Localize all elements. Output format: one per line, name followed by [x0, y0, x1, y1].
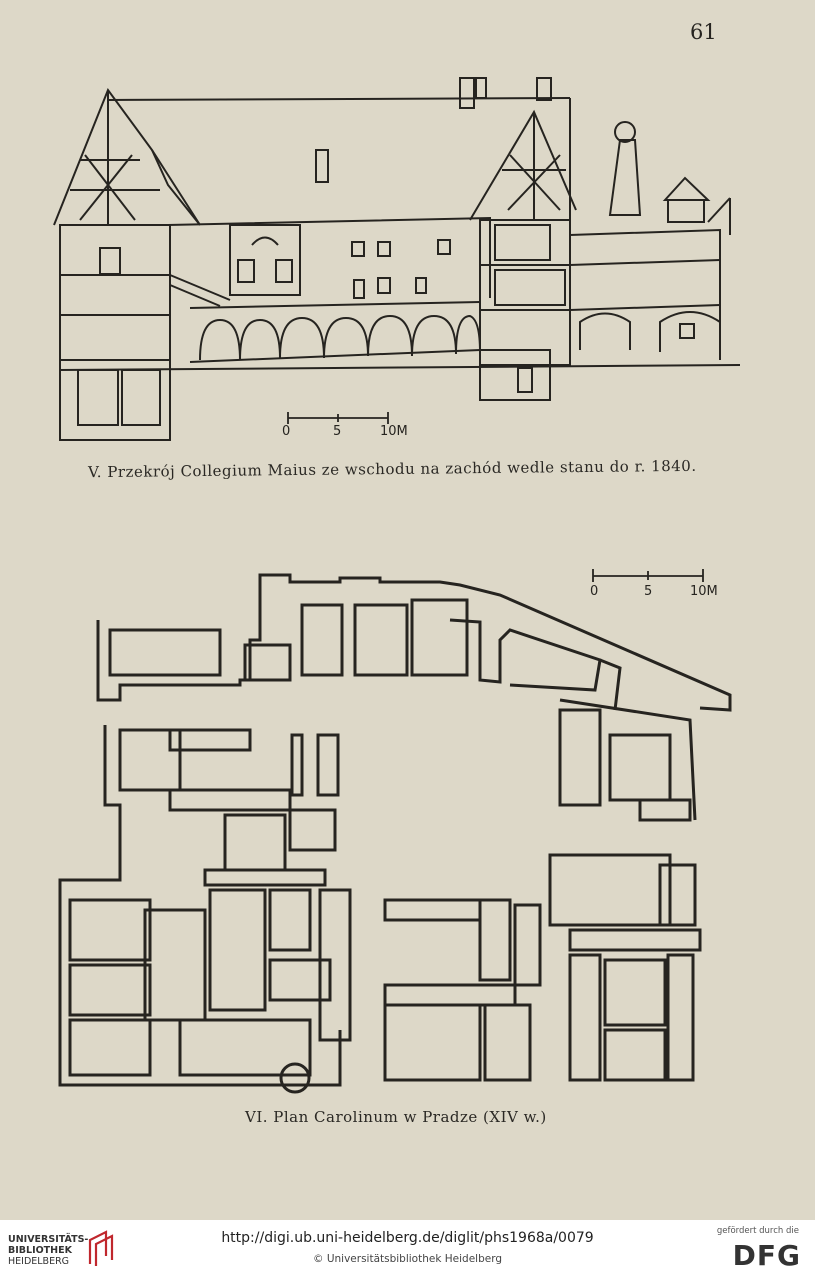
library-name-line1: UNIVERSITÄTS- [8, 1234, 89, 1245]
figure5-scale-mid: 5 [333, 424, 342, 439]
dfg-logo[interactable]: DFG [732, 1239, 801, 1272]
scanned-page: 61 [0, 0, 815, 1220]
figure6-scale-end: 10M [690, 584, 718, 599]
figure5-scale-zero: 0 [282, 424, 291, 439]
copyright-notice: © Universitätsbibliothek Heidelberg [312, 1253, 502, 1265]
library-logo-icon [88, 1230, 114, 1266]
library-logo-text[interactable]: UNIVERSITÄTS- BIBLIOTHEK HEIDELBERG [8, 1234, 88, 1267]
collegium-maius-section-drawing [53, 77, 740, 441]
figure5-scale-bar [287, 412, 389, 424]
figure6-scale-mid: 5 [644, 584, 653, 599]
figure6-caption: VI. Plan Carolinum w Pradze (XIV w.) [245, 1108, 547, 1126]
figure6-scale-zero: 0 [590, 584, 599, 599]
dfg-funded-label: gefördert durch die [716, 1226, 799, 1236]
library-name-line2: BIBLIOTHEK [8, 1245, 72, 1256]
document-url-link[interactable]: http://digi.ub.uni-heidelberg.de/diglit/… [221, 1230, 594, 1246]
carolinum-floor-plan [58, 569, 732, 1094]
library-city: HEIDELBERG [8, 1256, 70, 1267]
figure5-caption: V. Przekrój Collegium Maius ze wschodu n… [87, 456, 697, 482]
footer-bar: UNIVERSITÄTS- BIBLIOTHEK HEIDELBERG http… [0, 1220, 815, 1276]
page-number: 61 [690, 20, 717, 44]
figure6-scale-bar [592, 569, 704, 582]
figure5-scale-end: 10M [380, 424, 408, 439]
